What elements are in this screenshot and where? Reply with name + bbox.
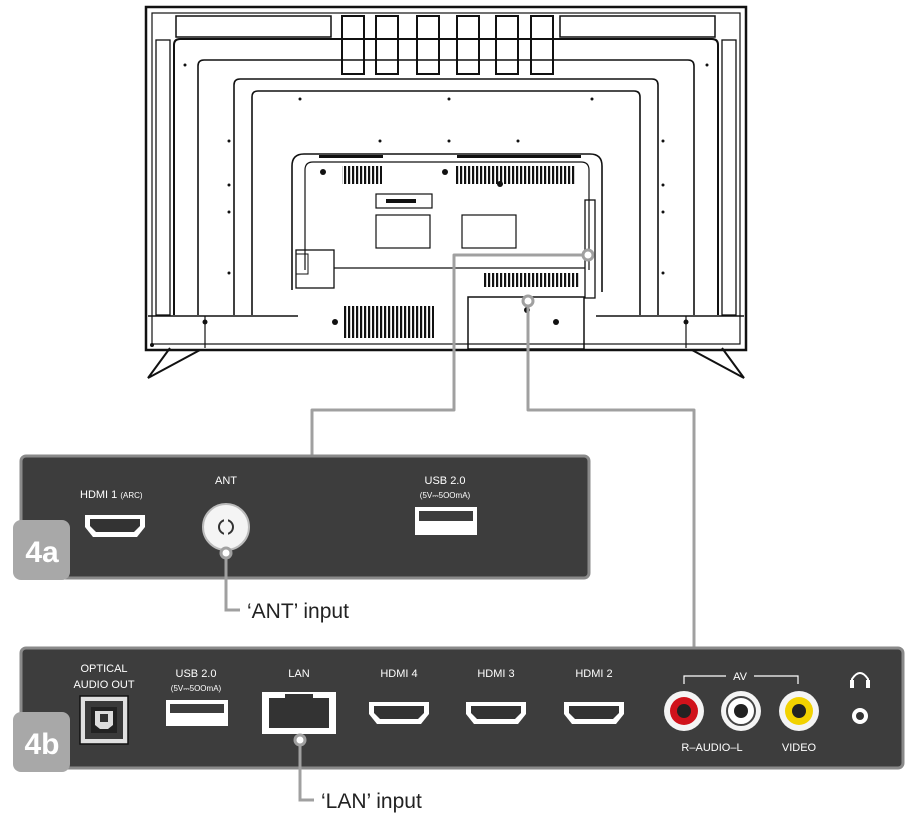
optical-port: [79, 695, 129, 745]
ant-label: ANT: [215, 475, 237, 487]
hdmi4-port: [369, 702, 429, 724]
connector-dot: [581, 248, 595, 262]
usb-port: [166, 700, 228, 726]
lan-callout-label: ‘LAN’ input: [321, 790, 422, 813]
hdmi1-port: [85, 515, 145, 537]
lan-label: LAN: [288, 668, 309, 680]
av-label: AV: [733, 671, 748, 683]
usb-label: USB 2.0: [425, 475, 466, 487]
headphones-icon: [850, 672, 870, 688]
hdmi4-label: HDMI 4: [380, 668, 417, 680]
lan-callout-dot: [293, 733, 307, 747]
badge-4a: 4a: [13, 520, 70, 580]
optical-label-line2: AUDIO OUT: [73, 679, 134, 691]
usb-label: USB 2.0: [176, 668, 217, 680]
hdmi3-label: HDMI 3: [477, 668, 514, 680]
tv-back-illustration: [144, 5, 748, 379]
panel-4b: OPTICAL AUDIO OUT USB 2.0 (5V⎓5OOmA) LAN…: [19, 646, 905, 770]
hdmi2-label: HDMI 2: [575, 668, 612, 680]
hdmi3-port: [466, 702, 526, 724]
hdmi1-label: HDMI 1 (ARC): [80, 489, 143, 501]
tv-screw-holes: [150, 63, 709, 347]
svg-text:4a: 4a: [25, 536, 59, 569]
svg-text:4b: 4b: [24, 728, 59, 761]
connector-lines: [310, 253, 696, 647]
ant-callout-dot: [219, 546, 233, 560]
usb-spec: (5V⎓5OOmA): [420, 491, 471, 500]
badge-4b: 4b: [13, 712, 70, 772]
usb-spec: (5V⎓5OOmA): [171, 684, 222, 693]
ant-callout-line: [224, 550, 240, 612]
video-jack: [779, 691, 819, 731]
hdmi2-port: [564, 702, 624, 724]
audio-l-jack: [721, 691, 761, 731]
optical-label-line1: OPTICAL: [80, 663, 127, 675]
av-bracket: [683, 675, 799, 684]
audio-label: R–AUDIO–L: [681, 742, 742, 754]
lan-callout-line: [298, 737, 314, 802]
ant-callout-label: ‘ANT’ input: [247, 600, 349, 623]
audio-r-jack: [664, 691, 704, 731]
usb-port: [415, 507, 477, 535]
video-label: VIDEO: [782, 742, 817, 754]
headphone-jack: [852, 708, 868, 724]
panel-4a: HDMI 1 (ARC) ANT USB 2.0 (5V⎓5OOmA): [19, 454, 591, 580]
connector-dot: [521, 294, 535, 308]
lan-port: [262, 692, 336, 734]
ant-port: [202, 503, 250, 551]
